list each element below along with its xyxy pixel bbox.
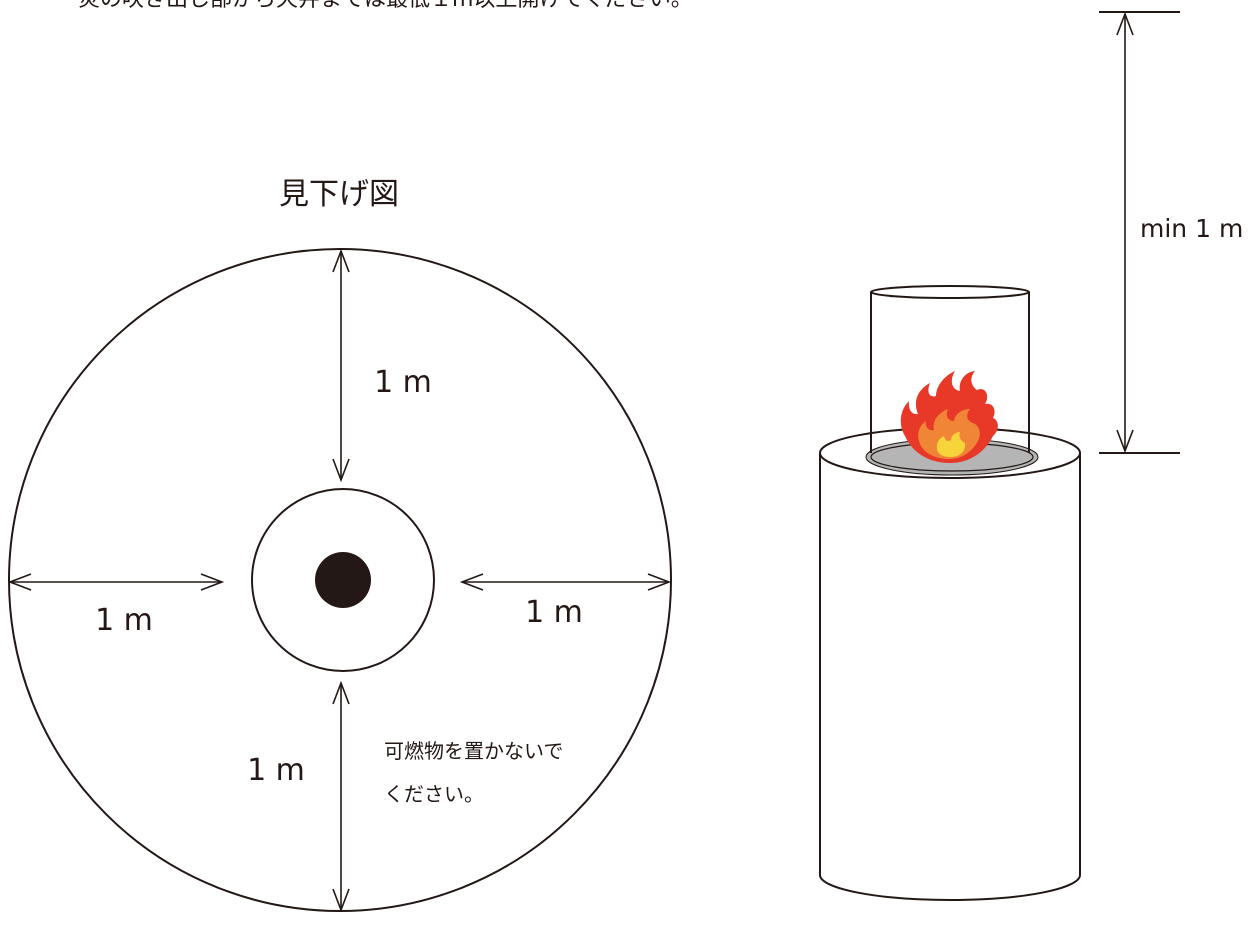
dimension-arrow-left [7,573,225,591]
top-view: 見下げ図 1 m 1 m 1 m 1 m [7,177,672,913]
dimension-arrow-bottom [332,680,350,913]
burner-dot [315,552,371,608]
flame-icon [900,371,998,463]
top-view-title: 見下げ図 [279,177,399,212]
dimension-arrow-top [332,248,350,483]
dimension-label-bottom: 1 m [247,753,305,788]
ceiling-clearance-label: min 1 m [1140,214,1243,243]
warning-note-line1: 可燃物を置かないで [384,739,563,763]
warning-note-line2: ください。 [384,782,484,806]
fireplace-pedestal [819,427,1081,901]
ceiling-clearance-arrow [1116,11,1134,454]
glass-cylinder [870,285,1030,453]
dimension-label-right: 1 m [525,595,583,630]
dimension-label-top: 1 m [374,365,432,400]
dimension-arrow-right [459,573,672,591]
clearance-circle [8,248,672,912]
side-view: min 1 m [819,11,1243,901]
fireplace-outline [251,488,435,672]
dimension-label-left: 1 m [95,603,153,638]
header-note: 炎の吹き出し部から天井までは最低１m以上開けてください。 [78,0,693,12]
